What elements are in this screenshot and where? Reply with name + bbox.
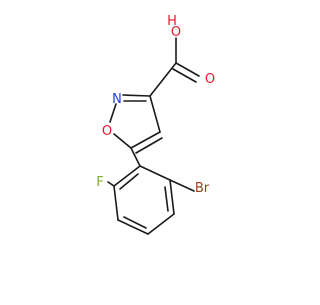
bond-n-o: [109, 103, 117, 123]
bond-carboxyl-c3: [149, 62, 177, 97]
bond-c5-phenyl: [130, 147, 141, 167]
ring-n-label: N: [112, 92, 122, 107]
bond-ph5-ph6: [113, 185, 119, 221]
molecule-structure-canvas: H O O N O F Br: [96, 14, 215, 235]
fluorine-label: F: [96, 175, 103, 190]
bond-ph-inner-a: [164, 186, 169, 212]
atom-labels: H O O N O F Br: [96, 14, 215, 196]
bond-ph2-br: [169, 179, 195, 192]
bond-ph-inner-c: [119, 173, 139, 190]
bond-ph1-ph2: [139, 165, 171, 181]
bond-ph3-ph4: [147, 213, 175, 235]
hydroxyl-o-label: O: [171, 25, 181, 40]
bond-ph-inner-b: [123, 216, 147, 229]
bond-c3-n-a: [122, 94, 151, 97]
bond-o-c5: [113, 133, 132, 149]
bond-c5-c4-a: [130, 131, 161, 149]
bond-ph2-ph3: [169, 179, 175, 215]
bond-c-o-double-b: [172, 68, 197, 83]
bond-ph6-f: [107, 181, 115, 187]
bond-ph4-ph5: [117, 219, 149, 235]
bond-c4-c3: [149, 95, 161, 133]
bond-c5-c4-b: [135, 137, 163, 154]
carbonyl-o-label: O: [205, 72, 215, 87]
bond-c-o-double-a: [175, 62, 200, 77]
bromine-label: Br: [195, 181, 210, 196]
bonds: [107, 37, 200, 235]
hydroxyl-h-label: H: [167, 14, 177, 29]
molecule-structure-svg: H O O N O F Br: [96, 14, 215, 235]
bond-ph6-ph1: [113, 165, 141, 187]
ring-o-label: O: [102, 124, 112, 139]
